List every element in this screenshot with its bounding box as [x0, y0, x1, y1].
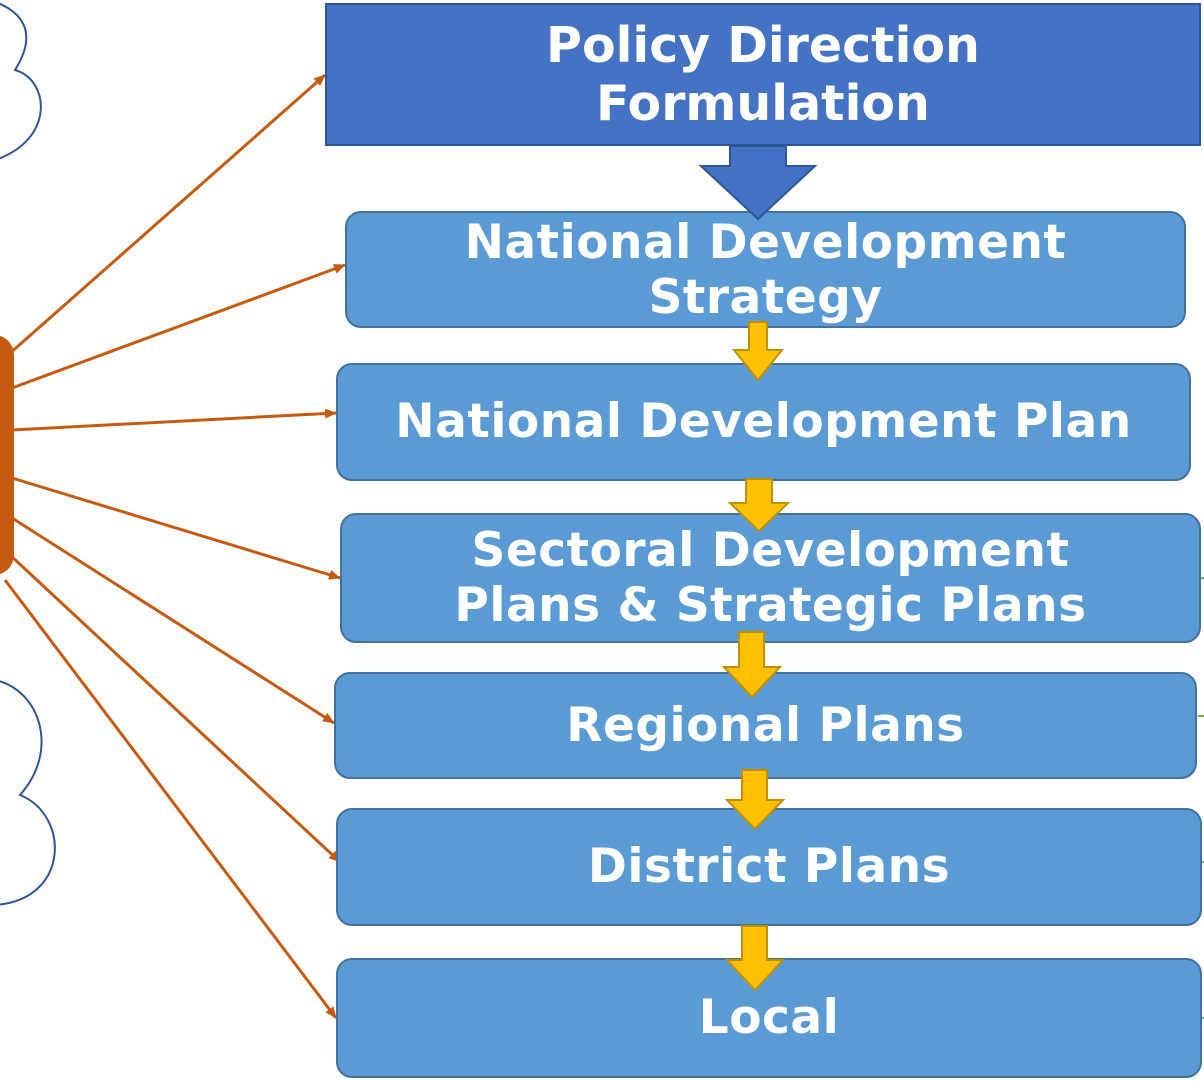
- policy-direction-box: Policy Direction Formulation: [325, 3, 1201, 146]
- box-label-line: Sectoral Development: [471, 522, 1070, 578]
- box-label-line: Plans & Strategic Plans: [454, 578, 1087, 633]
- down-arrow-icon: [724, 925, 786, 992]
- box-label-line: National Development Plan: [395, 394, 1132, 450]
- down-arrow-icon: [731, 321, 785, 382]
- cloud-bottom-shape: [0, 680, 56, 906]
- down-arrow-icon: [727, 478, 791, 533]
- district-plans-box: District Plans: [336, 808, 1202, 926]
- connector-arrow: [11, 263, 346, 390]
- connector-arrow: [7, 73, 326, 357]
- box-label-line: National Development: [464, 215, 1067, 270]
- connector-arrow: [11, 476, 341, 580]
- box-label-line: Formulation: [596, 74, 930, 132]
- national-development-plan-box: National Development Plan: [336, 363, 1191, 481]
- local-box: Local: [336, 958, 1202, 1078]
- connector-arrow: [8, 553, 342, 864]
- down-arrow-icon: [721, 631, 783, 699]
- box-label-line: Strategy: [648, 270, 883, 326]
- down-arrow-icon: [724, 769, 786, 831]
- down-arrow-icon: [698, 145, 818, 221]
- sectoral-development-plans-box: Sectoral Development Plans & Strategic P…: [340, 513, 1201, 643]
- box-label-line: Policy Direction: [546, 16, 980, 74]
- cloud-top-shape: [0, 2, 42, 160]
- box-label-line: Regional Plans: [566, 697, 965, 753]
- connector-arrow: [11, 408, 337, 432]
- hub-shape: [0, 335, 14, 575]
- connector-arrow: [11, 516, 335, 725]
- connector-arrow: [3, 579, 338, 1019]
- box-label-line: Local: [698, 990, 840, 1046]
- box-label-line: District Plans: [587, 839, 951, 895]
